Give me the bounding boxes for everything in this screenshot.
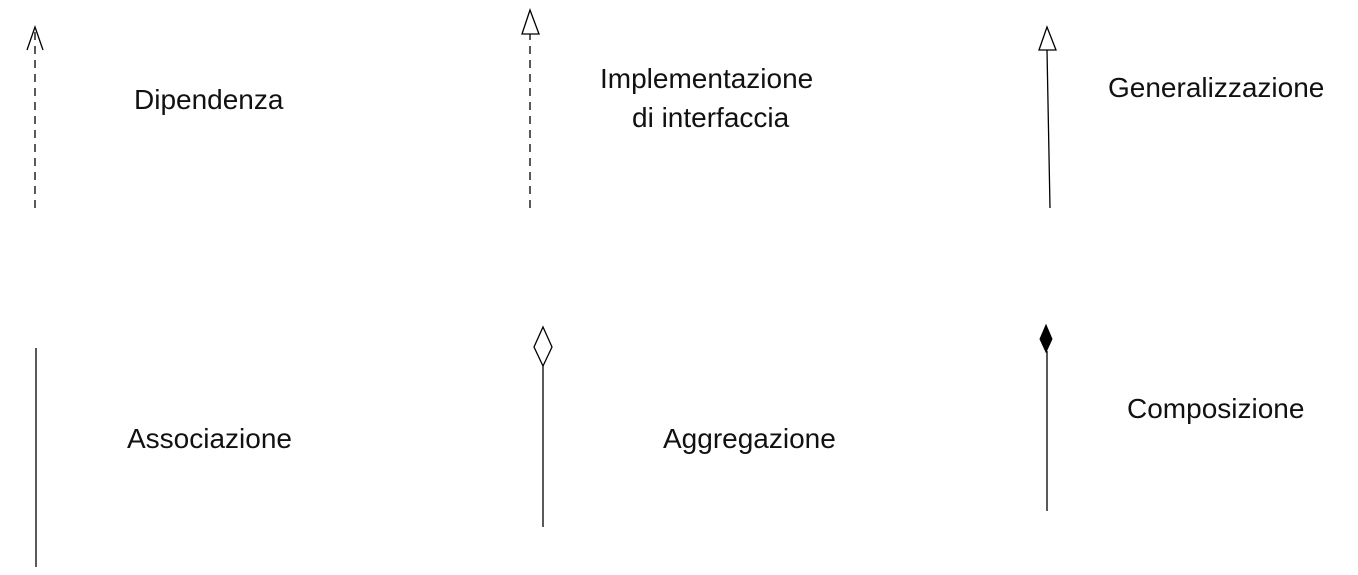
label-implementazione-line1: Implementazione [600, 63, 814, 94]
generalization-arrow [1038, 25, 1057, 209]
interface-implementation-arrow [521, 8, 540, 208]
label-generalizzazione: Generalizzazione [1108, 72, 1325, 103]
label-associazione: Associazione [127, 423, 292, 454]
label-implementazione-line2: di interfaccia [632, 102, 790, 133]
label-dipendenza: Dipendenza [134, 84, 284, 115]
dependency-arrow [26, 25, 44, 208]
label-aggregazione: Aggregazione [663, 423, 836, 454]
aggregation-arrow [533, 325, 553, 527]
label-composizione: Composizione [1127, 393, 1305, 424]
composition-arrow [1039, 323, 1053, 511]
